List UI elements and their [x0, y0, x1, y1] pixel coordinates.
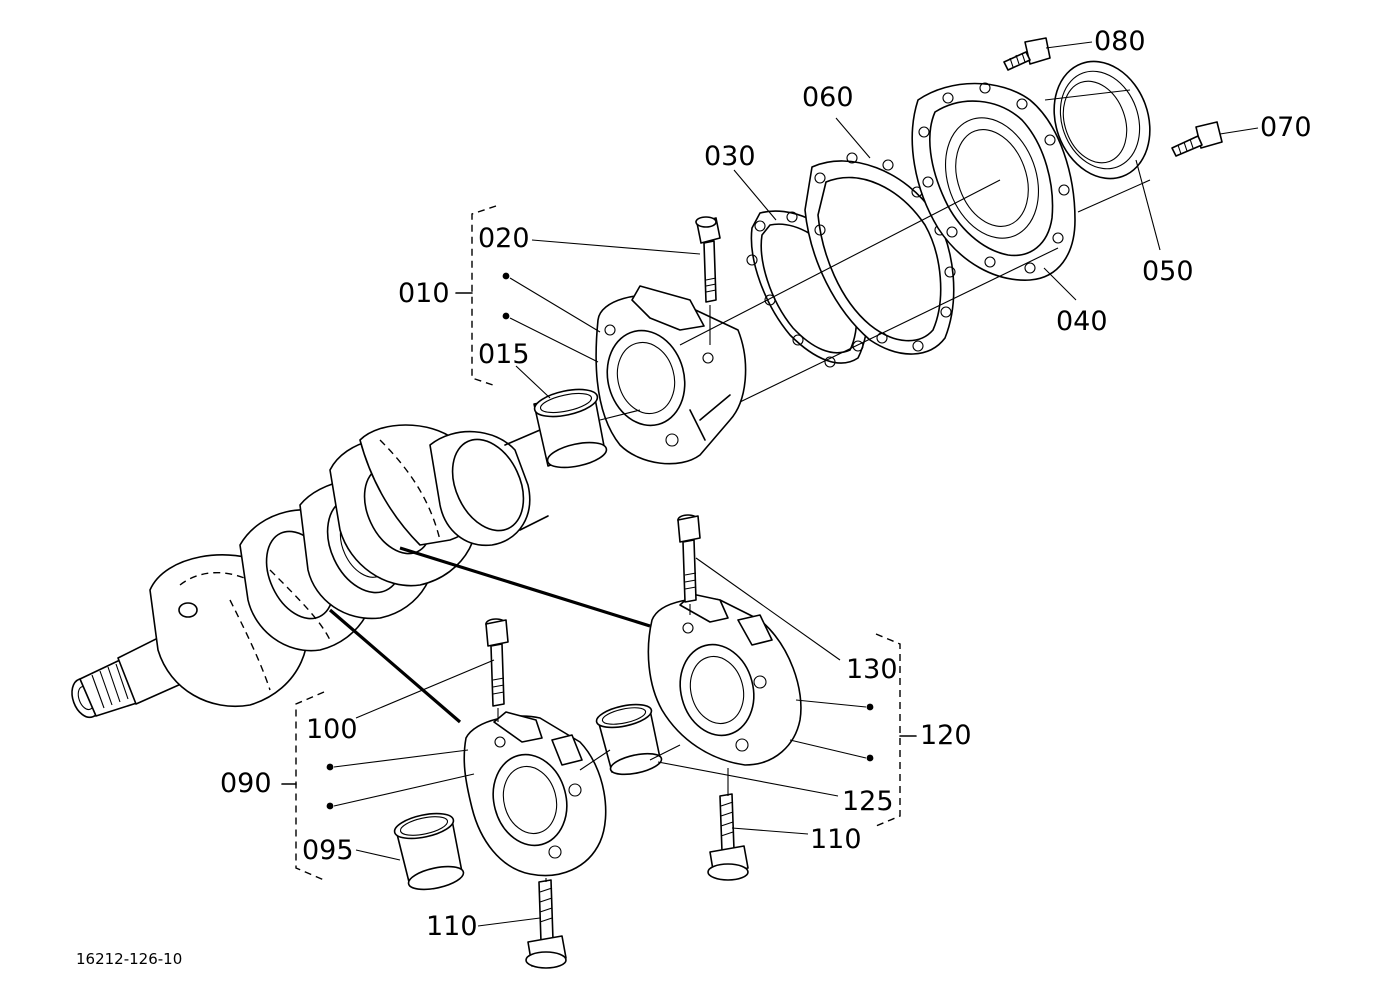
alignment-lines: [497, 89, 1151, 882]
bolt-110-right: [707, 793, 749, 881]
callout-090: 090: [220, 768, 272, 799]
callout-010: 010: [398, 278, 450, 309]
bushing-125: [595, 703, 663, 776]
bracket-120: [875, 633, 901, 827]
bushing-095: [393, 812, 465, 891]
callout-110-right: 110: [810, 824, 862, 855]
callout-120: 120: [920, 720, 972, 751]
callout-060: 060: [802, 82, 854, 113]
callout-095: 095: [302, 835, 354, 866]
callout-015: 015: [478, 339, 530, 370]
oil-seal-housing-040: [911, 82, 1076, 281]
bolt-130: [677, 514, 701, 603]
callout-040: 040: [1056, 306, 1108, 337]
bolt-020: [695, 216, 721, 303]
bolt-070: [1171, 121, 1223, 157]
bolt-080: [1003, 37, 1051, 71]
callout-130: 130: [846, 654, 898, 685]
callout-030: 030: [704, 141, 756, 172]
bearing-case-090: [463, 711, 607, 877]
bullet-dots: [326, 272, 874, 810]
bracket-090: [295, 691, 325, 881]
callout-070: 070: [1260, 112, 1312, 143]
bolt-110-lower-left: [525, 879, 567, 969]
callout-050: 050: [1142, 256, 1194, 287]
main-bearing-case-010: [595, 285, 747, 465]
gasket-060: [804, 152, 956, 355]
bolt-100: [485, 618, 509, 707]
callout-100: 100: [306, 714, 358, 745]
callout-020: 020: [478, 223, 530, 254]
assembly-line-to-120: [399, 546, 651, 628]
callout-110-lower: 110: [426, 911, 478, 942]
assembly-line-to-090: [328, 608, 462, 724]
crankshaft: [71, 424, 549, 719]
leader-lines: [333, 41, 1259, 927]
bracket-010: [471, 205, 497, 387]
callout-125: 125: [842, 786, 894, 817]
bushing-015: [533, 388, 608, 469]
drawing-number: 16212-126-10: [76, 950, 182, 968]
bearing-case-120: [647, 593, 802, 766]
callout-080: 080: [1094, 26, 1146, 57]
